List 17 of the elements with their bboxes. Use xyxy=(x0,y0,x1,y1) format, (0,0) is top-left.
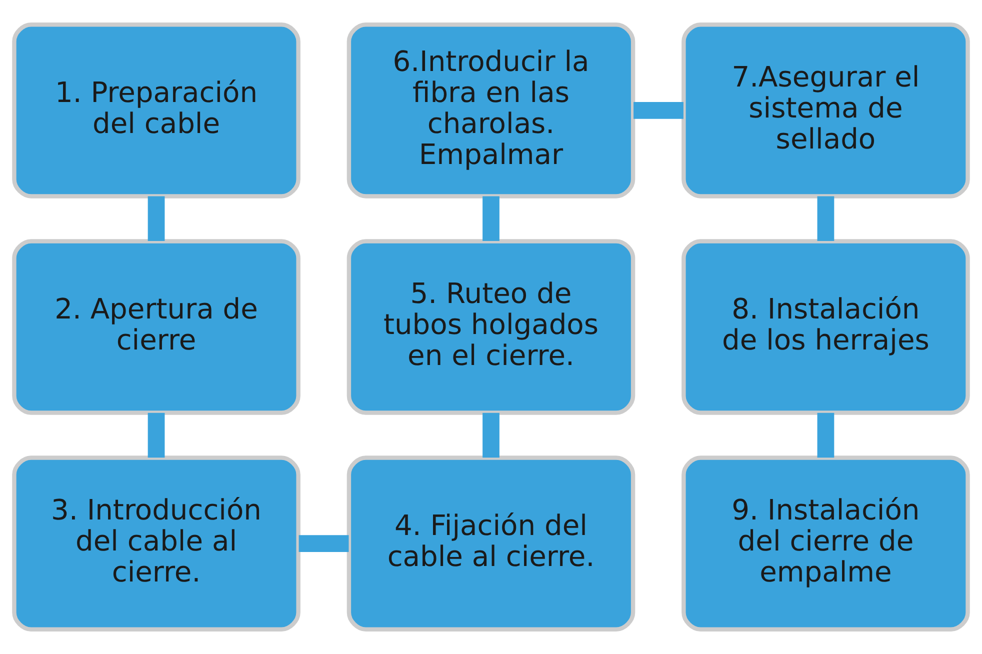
node-box: 3. Introducción del cable al cierre. xyxy=(12,456,300,632)
connector xyxy=(298,535,349,552)
node-box: 8. Instalación de los herrajes xyxy=(682,239,970,415)
connector xyxy=(148,412,165,458)
node-box: 4. Fijación del cable al cierre. xyxy=(346,456,636,632)
connector xyxy=(634,102,684,119)
node-box: 6.Introducir la fibra en las charolas. Empalmar xyxy=(346,22,636,198)
connector xyxy=(817,412,834,458)
node-box: 2. Apertura de cierre xyxy=(12,239,300,415)
connector xyxy=(148,196,165,242)
node-box: 9. Instalación del cierre de empalme xyxy=(682,456,970,632)
node-box: 1. Preparación del cable xyxy=(12,22,300,198)
node-box: 5. Ruteo de tubos holgados en el cierre. xyxy=(346,239,636,415)
connector xyxy=(817,196,834,242)
connector xyxy=(482,196,500,242)
connector xyxy=(482,412,500,458)
node-box: 7.Asegurar el sistema de sellado xyxy=(682,22,970,198)
